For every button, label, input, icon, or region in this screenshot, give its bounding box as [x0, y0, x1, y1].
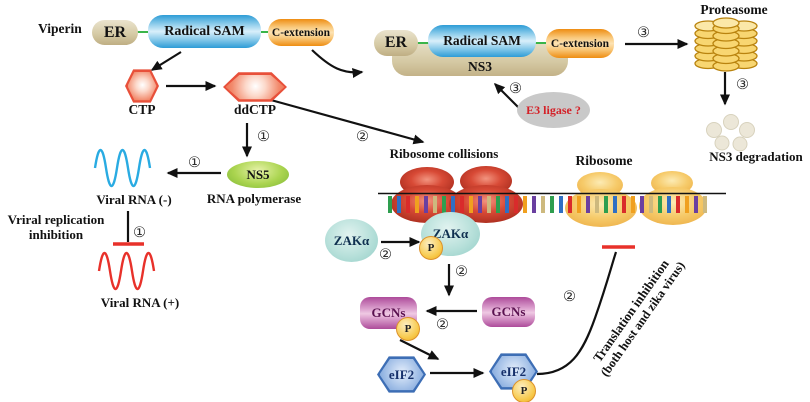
- step-3-marker: ③: [637, 25, 650, 41]
- step-2-marker: ②: [455, 264, 468, 280]
- radical-sam-domain: Radical SAM: [428, 25, 536, 57]
- domain-connector: [416, 42, 430, 44]
- step-2-marker: ②: [379, 247, 392, 263]
- arrows: [150, 39, 730, 378]
- step-3-marker: ③: [736, 77, 749, 93]
- ddctp-label: ddCTP: [233, 102, 277, 117]
- translation-inhibition-tbar: [536, 245, 635, 376]
- phospho-badge: P: [396, 317, 420, 341]
- eif2-hexagon-fill: [379, 358, 424, 391]
- rna-polymerase-label: RNA polymerase: [206, 191, 302, 206]
- viral-rna-plus-label: Viral RNA (+): [100, 295, 180, 310]
- step-2-marker: ②: [356, 129, 369, 145]
- mrna-codon-ticks: [388, 196, 707, 213]
- step-2-marker: ②: [436, 317, 449, 333]
- ribosome-label: Ribosome: [575, 153, 633, 168]
- arrow-gcn-to-eif2: [399, 339, 440, 360]
- c-extension-domain: C-extension: [546, 29, 614, 58]
- ns3-degradation-label: NS3 degradation: [709, 149, 803, 164]
- step-1-marker: ①: [133, 225, 146, 241]
- viral-rna-minus-label: Viral RNA (-): [96, 192, 172, 207]
- replication-inhibition-tbar: [113, 211, 144, 246]
- step-2-marker: ②: [563, 289, 576, 305]
- domain-connector: [136, 31, 150, 33]
- ribosome-collisions-label: Ribosome collisions: [389, 146, 499, 161]
- ddctp-hexagon: [223, 72, 287, 102]
- step-3-marker: ③: [509, 81, 522, 97]
- phospho-badge: P: [419, 236, 443, 260]
- eif2-protein: eIF2: [377, 356, 426, 393]
- proteasome-label: Proteasome: [700, 2, 768, 17]
- ns3-degradation-icon: [706, 114, 755, 152]
- arrow-ddctp-to-collisions: [259, 95, 425, 145]
- viral-replication-inhibition-label: Vriral replication inhibition: [7, 212, 105, 242]
- ctp-hexagon: [125, 69, 159, 103]
- ddctp-hexagon-fill: [225, 74, 285, 100]
- ctp-label: CTP: [128, 102, 156, 117]
- phospho-badge: P: [512, 379, 536, 402]
- c-extension-domain: C-extension: [268, 19, 334, 46]
- er-domain: ER: [92, 20, 138, 45]
- domain-connector: [534, 42, 549, 44]
- ctp-hexagon-fill: [127, 71, 157, 101]
- step-1-marker: ①: [188, 155, 201, 171]
- step-1-marker: ①: [257, 129, 270, 145]
- ns5-protein: NS5: [227, 161, 289, 188]
- ribosome-icon: [565, 171, 707, 227]
- viral-rna-minus-wave: [93, 148, 152, 188]
- zak-alpha-protein: ZAKα: [325, 219, 378, 262]
- eif2-phosphorylated: eIF2: [489, 353, 538, 390]
- proteasome-icon: [694, 17, 758, 72]
- arrow-radicalsam-to-ctp: [150, 51, 182, 71]
- radical-sam-domain: Radical SAM: [148, 15, 261, 48]
- domain-connector: [259, 31, 271, 33]
- e3-ligase-badge: E3 ligase ?: [517, 92, 590, 128]
- viral-rna-plus-wave: [97, 251, 156, 291]
- gcn-protein: GCNs: [482, 297, 535, 327]
- arrow-cextension-to-ns3: [311, 49, 364, 78]
- viperin-label: Viperin: [38, 21, 82, 36]
- er-domain: ER: [374, 30, 418, 56]
